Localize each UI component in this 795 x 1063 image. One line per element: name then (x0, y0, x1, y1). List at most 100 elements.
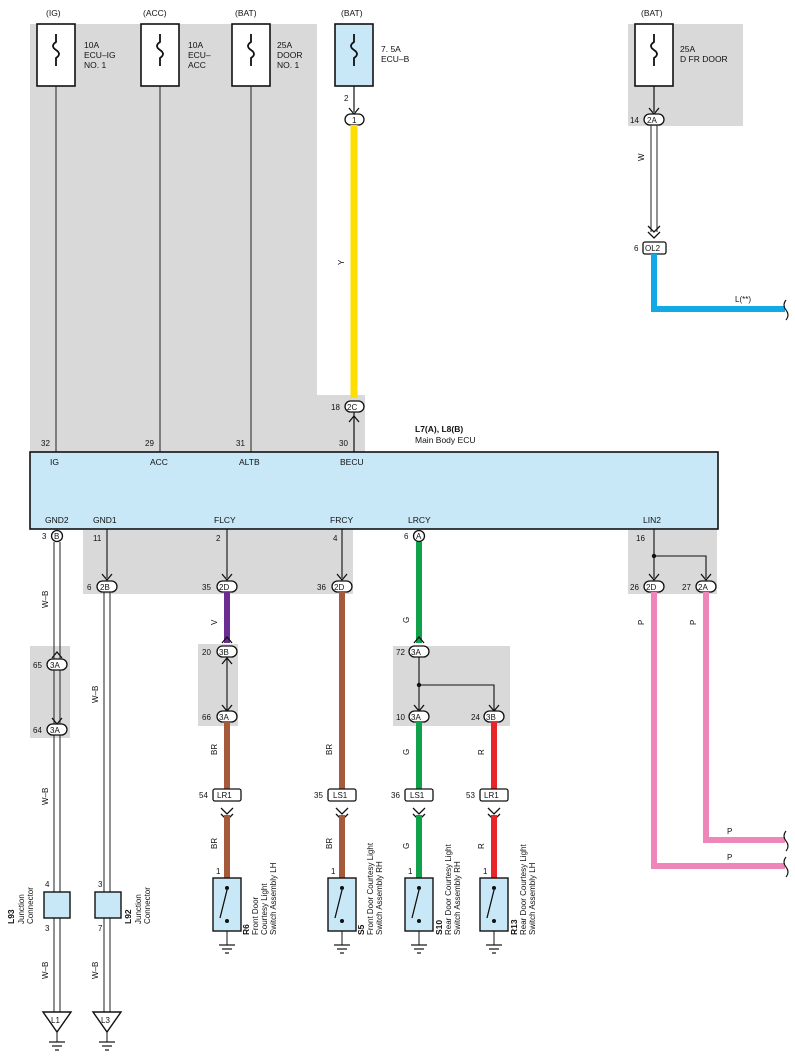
ecu-pin-num: 16 (636, 534, 645, 543)
ground-label: L3 (101, 1016, 110, 1025)
fuse-source-label: (ACC) (143, 8, 167, 18)
ecu-pin-num: 30 (339, 439, 348, 448)
lr-c-pin: 24 (471, 713, 480, 722)
ecu-pin-label: GND2 (45, 515, 69, 525)
switch-name-2: Switch Assembly RH (453, 861, 462, 935)
ecu-conn-b: B (54, 532, 59, 541)
fuse-rating: 7. 5A (381, 44, 401, 54)
switch-name: Front Door Courtesy Light (366, 842, 375, 935)
ol2-pin: 6 (634, 244, 639, 253)
wire-pink (651, 592, 785, 869)
switch-name-2: Courtesy Light (260, 883, 269, 935)
fuse-rating: 10A (84, 40, 99, 50)
ecub-pin: 2 (344, 94, 349, 103)
wire-color-br: BR (325, 838, 334, 849)
ecu-pin-label: IG (50, 457, 59, 467)
gnd1-conn: 2B (100, 583, 110, 592)
flcy-conn: 2D (219, 583, 229, 592)
lr-a-conn: 3A (411, 648, 421, 657)
gnd2-b-pin: 64 (33, 726, 42, 735)
wire-color-p: P (637, 620, 646, 625)
switch-code: R13 (509, 919, 519, 935)
switch-pin: 1 (483, 867, 488, 876)
junction-l93 (43, 891, 71, 919)
lr-a-pin: 72 (396, 648, 405, 657)
ecu-name: Main Body ECU (415, 435, 475, 445)
switch-name: Rear Door Courtesy Light (519, 844, 528, 935)
wire-color-r: R (477, 749, 486, 755)
gnd2-a-conn: 3A (50, 661, 60, 670)
fuse-name: ECU–B (381, 54, 410, 64)
fuse-name: D FR DOOR (680, 54, 728, 64)
flcy-pin: 35 (202, 583, 211, 592)
fl-a-conn: 3B (219, 648, 229, 657)
fuse-d-fr-door: (BAT) 25A D FR DOOR (634, 8, 728, 87)
ecu-pin-label: ACC (150, 457, 168, 467)
wire-color-v: V (210, 619, 219, 625)
ecu-title: L7(A), L8(B) (415, 424, 463, 434)
wire-color-wb: W–B (41, 962, 50, 979)
ls1-fr-pin: 35 (314, 791, 323, 800)
switch-r6 (212, 877, 242, 932)
switch-code: S5 (356, 924, 366, 935)
ecu-pin-label: GND1 (93, 515, 117, 525)
switch-code: S10 (434, 920, 444, 935)
lr-b-pin: 10 (396, 713, 405, 722)
dfr-pin: 14 (630, 116, 639, 125)
ecu-pin-num: 11 (93, 534, 102, 543)
ls1-lr-conn: LS1 (410, 791, 425, 800)
switch-s5 (327, 877, 357, 932)
switch-pin: 1 (331, 867, 336, 876)
lr1-fl-conn: LR1 (217, 791, 232, 800)
wire-pink (703, 592, 785, 843)
lr1-rr-conn: LR1 (484, 791, 499, 800)
wire-color-br: BR (210, 744, 219, 755)
ol2-conn-label: OL2 (645, 244, 661, 253)
fl-a-pin: 20 (202, 648, 211, 657)
ecu-pin-label: BECU (340, 457, 364, 467)
ecu-pin-num: 29 (145, 439, 154, 448)
fl-b-conn: 3A (219, 713, 229, 722)
ecu-pin-num: 2 (216, 534, 221, 543)
frcy-pin: 36 (317, 583, 326, 592)
wire-blue (651, 254, 785, 312)
lin-b-pin: 27 (682, 583, 691, 592)
becu-conn-label: 2C (347, 403, 357, 412)
main-body-ecu (29, 451, 719, 530)
junction-pin: 3 (98, 880, 103, 889)
lin-a-conn: 2D (646, 583, 656, 592)
wire-color-y: Y (337, 259, 346, 265)
wire-color-p: P (727, 827, 732, 836)
fuse-name: ECU–IG (84, 50, 116, 60)
wire-color-g: G (402, 617, 411, 623)
ground-l1 (41, 1011, 73, 1034)
ecu-pin-num: 3 (42, 532, 47, 541)
ecu-pin-num: 6 (404, 532, 409, 541)
ecu-pin-num: 31 (236, 439, 245, 448)
fuse-source-label: (BAT) (641, 8, 663, 18)
wire-color-w: W (637, 153, 646, 161)
fl-b-pin: 66 (202, 713, 211, 722)
ecu-pin-label: FLCY (214, 515, 236, 525)
switch-name: Rear Door Courtesy Light (444, 844, 453, 935)
wire-color-p: P (727, 853, 732, 862)
lr-b-conn: 3A (411, 713, 421, 722)
becu-pin: 18 (331, 403, 340, 412)
switch-pin: 1 (216, 867, 221, 876)
ls1-lr-pin: 36 (391, 791, 400, 800)
lr1-rr-pin: 53 (466, 791, 475, 800)
wire-color-g: G (402, 749, 411, 755)
wire-color-br: BR (210, 838, 219, 849)
junction-name: Junction (134, 894, 143, 924)
ecu-pin-label: ALTB (239, 457, 260, 467)
fuse-rating: 10A (188, 40, 203, 50)
fuse-name-2: ACC (188, 60, 206, 70)
fuse-source-label: (BAT) (235, 8, 257, 18)
junction-code: L93 (6, 909, 16, 924)
wire-color-r: R (477, 843, 486, 849)
fuse-name: ECU– (188, 50, 211, 60)
junction-pin: 4 (45, 880, 50, 889)
wire-color-wb: W–B (91, 686, 100, 703)
switch-name-3: Switch Assembly LH (269, 862, 278, 935)
